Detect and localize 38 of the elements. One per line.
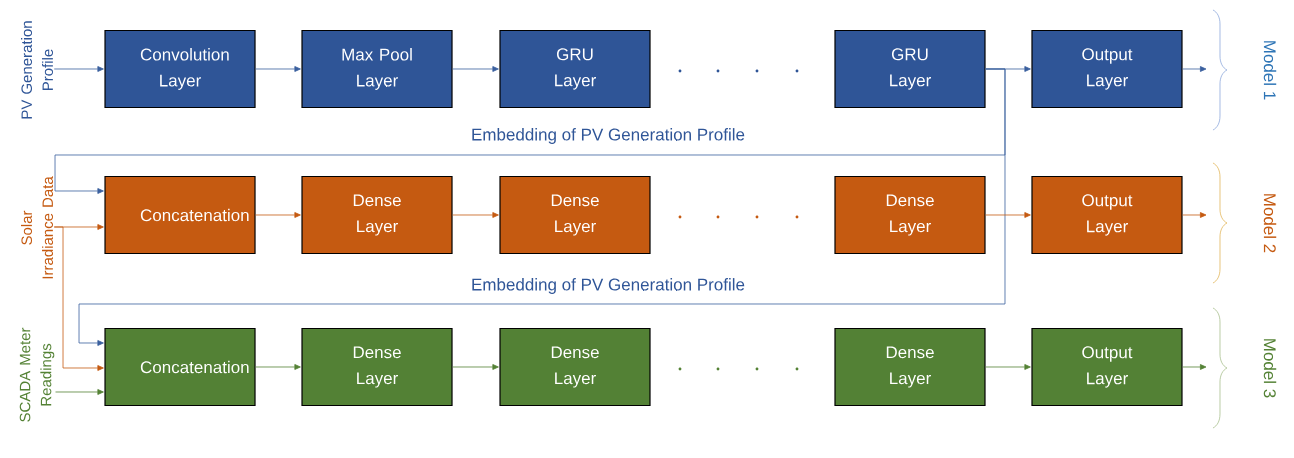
arrow [452,364,499,370]
arrow [985,364,1031,370]
layer-box: Dense Layer [499,175,651,255]
layer-box: Dense Layer [834,175,986,255]
layer-box: Dense Layer [499,327,651,407]
arrow [452,66,499,72]
layer-box: Output Layer [1031,29,1183,109]
arrow [255,66,301,72]
arrow [78,68,1006,346]
edge-label: Embedding of PV Generation Profile [472,128,745,144]
layer-box: GRU Layer [499,29,651,109]
input-label: PV Generation Profile [21,21,53,119]
layer-box: Dense Layer [301,327,453,407]
input-label: Solar Irradiance Data [21,176,53,279]
model-label: Model 3 [1263,339,1277,398]
arrow [255,364,301,370]
input-label: SCADA Meter Readings [19,327,55,422]
arrow [53,66,104,72]
layer-box: Concatenation [104,327,256,407]
edge-label: Embedding of PV Generation Profile [472,278,745,294]
layer-box: Output Layer [1031,327,1183,407]
layer-box: Output Layer [1031,175,1183,255]
arrow [53,226,104,371]
layer-box: Max Pool Layer [301,29,453,109]
layer-box: Convolution Layer [104,29,256,109]
arrow [255,212,301,218]
layer-box: Dense Layer [834,327,986,407]
arrow [1182,364,1207,370]
arrow [985,212,1031,218]
layer-box: Dense Layer [301,175,453,255]
arrow [1182,212,1207,218]
layer-box: GRU Layer [834,29,986,109]
layer-box: Concatenation [104,175,256,255]
arrow [452,212,499,218]
arrow [1182,66,1207,72]
model-label: Model 2 [1263,194,1277,253]
arrow [55,389,104,395]
model-label: Model 1 [1263,41,1277,100]
